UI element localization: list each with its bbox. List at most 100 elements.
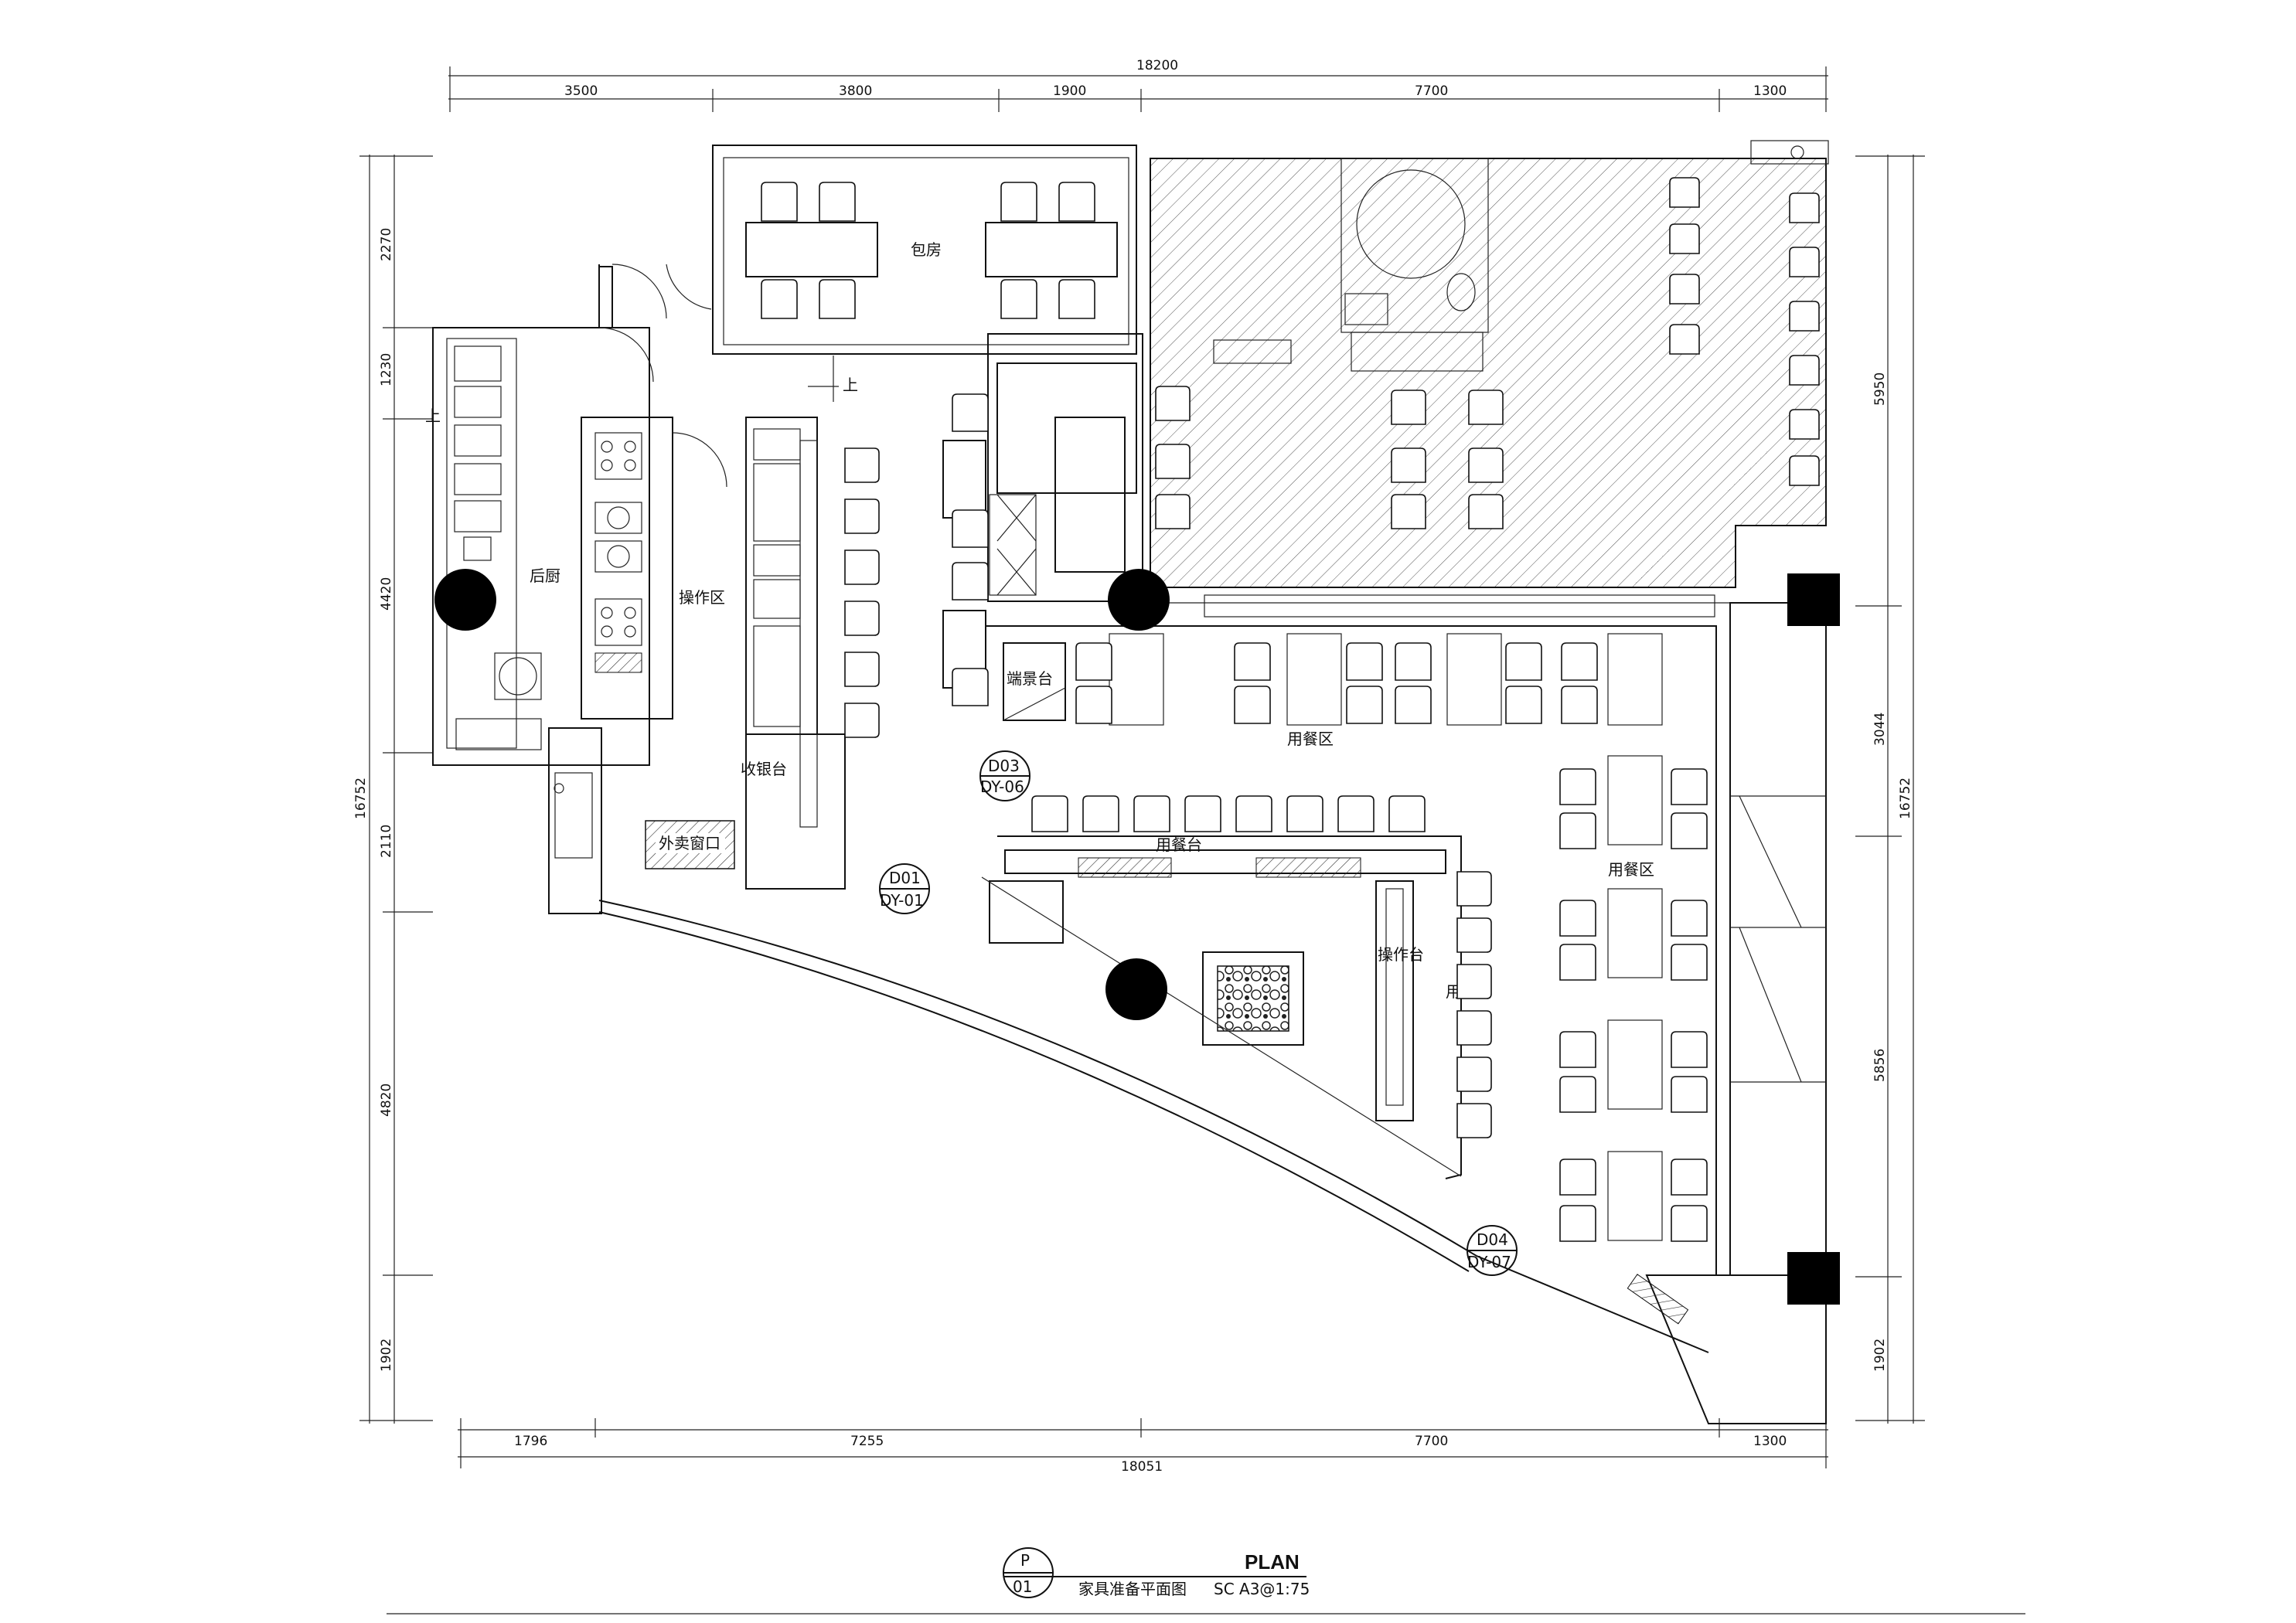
chair: [1346, 642, 1383, 681]
chair: [1671, 768, 1708, 805]
dining-counter-top-label: 用餐台: [1156, 835, 1202, 854]
private-room-label: 包房: [911, 240, 942, 259]
chair: [1559, 1205, 1596, 1242]
chair: [1669, 274, 1700, 305]
chair: [1000, 279, 1037, 319]
dining-area-right-label: 用餐区: [1608, 860, 1654, 879]
top-dimensions: 18200 3500 3800 1900 7700 1300: [448, 58, 1828, 112]
right-dim-2: 3044: [1872, 713, 1888, 746]
chair: [1058, 182, 1095, 222]
chair: [1671, 1159, 1708, 1196]
title-symbol-top: P: [1020, 1551, 1030, 1570]
bottom-dim-4: 1300: [1753, 1434, 1787, 1449]
chair: [844, 652, 880, 687]
chair: [1395, 642, 1432, 681]
chair: [1559, 1031, 1596, 1068]
left-dim-6: 1902: [379, 1339, 394, 1372]
right-dim-1: 5950: [1872, 373, 1888, 406]
operation-area: 操作区: [581, 417, 727, 720]
svg-text:DY-07: DY-07: [1467, 1253, 1511, 1271]
operation-counter-label: 操作台: [1378, 945, 1424, 964]
chair: [1671, 944, 1708, 981]
round-column: [1108, 569, 1170, 631]
chair: [844, 550, 880, 585]
svg-text:DY-06: DY-06: [980, 777, 1024, 796]
section-tag-d04: D04 DY-07: [1467, 1225, 1518, 1276]
chair: [819, 279, 856, 319]
chair: [1346, 686, 1383, 724]
chair: [819, 182, 856, 222]
bottom-dimensions: 1796 7255 7700 1300 18051: [458, 1418, 1828, 1475]
chair: [1395, 686, 1432, 724]
chair: [761, 182, 798, 222]
chair: [1671, 1205, 1708, 1242]
right-window-strip: [1729, 573, 1840, 1305]
chair: [1456, 917, 1492, 953]
top-dim-3: 1900: [1053, 83, 1086, 99]
chair: [1155, 386, 1191, 421]
section-tag-d03: D03 DY-06: [979, 750, 1030, 801]
section-tag-d01: D01 DY-01: [879, 863, 930, 914]
chair: [1559, 812, 1596, 849]
chair: [1671, 812, 1708, 849]
operation-area-label: 操作区: [679, 588, 725, 607]
chair: [1456, 1103, 1492, 1138]
top-total-dim: 18200: [1136, 58, 1178, 73]
curved-facade: [598, 900, 1827, 1424]
chairs-layer: [761, 177, 1820, 1242]
right-dim-3: 5856: [1872, 1049, 1888, 1082]
dining-table: [745, 222, 878, 277]
top-dim-5: 1300: [1753, 83, 1787, 99]
right-dimensions: 5950 3044 5856 1902 16752: [1855, 155, 1925, 1424]
svg-text:D04: D04: [1477, 1230, 1508, 1249]
chair: [1789, 409, 1820, 440]
chair: [1789, 192, 1820, 223]
chair: [1456, 964, 1492, 999]
structural-column: [1787, 573, 1840, 626]
chair: [1391, 447, 1426, 483]
title-symbol-bottom: 01: [1013, 1577, 1032, 1596]
bottom-dim-1: 1796: [514, 1434, 547, 1449]
chair: [1391, 494, 1426, 529]
chair: [1031, 795, 1068, 832]
chair: [1789, 355, 1820, 386]
chair: [1234, 642, 1271, 681]
title-block: P 01 PLAN 家具准备平面图 SC A3@1:75: [387, 1547, 2025, 1614]
chair: [1058, 279, 1095, 319]
chair: [1559, 768, 1596, 805]
chair: [1082, 795, 1119, 832]
chair: [1235, 795, 1272, 832]
chair: [1561, 686, 1598, 724]
title-scale: SC A3@1:75: [1214, 1580, 1310, 1598]
chair: [1789, 247, 1820, 277]
bottom-dim-3: 7700: [1415, 1434, 1448, 1449]
chair: [1133, 795, 1170, 832]
chair: [1505, 642, 1542, 681]
chair: [1468, 447, 1504, 483]
chair: [952, 509, 989, 548]
left-dim-5: 4820: [379, 1084, 394, 1117]
chair: [1561, 642, 1598, 681]
display-counter-label: 端景台: [1007, 669, 1053, 688]
chair: [952, 668, 989, 706]
chair: [1286, 795, 1323, 832]
top-dim-2: 3800: [839, 83, 872, 99]
chair: [1075, 686, 1112, 724]
chair: [844, 601, 880, 636]
takeout-window-label: 外卖窗口: [659, 834, 720, 852]
left-total-dim: 16752: [353, 777, 369, 819]
chair: [1669, 177, 1700, 208]
right-dim-4: 1902: [1872, 1339, 1888, 1372]
chair: [1671, 1076, 1708, 1113]
top-dim-4: 7700: [1415, 83, 1448, 99]
chair: [1234, 686, 1271, 724]
title-cn: 家具准备平面图: [1078, 1580, 1187, 1598]
chair: [1671, 1031, 1708, 1068]
chair: [1388, 795, 1426, 832]
back-kitchen: 后厨: [432, 264, 712, 766]
chair: [1669, 223, 1700, 254]
right-total-dim: 16752: [1898, 777, 1913, 819]
svg-text:D03: D03: [988, 757, 1020, 775]
chair: [1075, 642, 1112, 681]
